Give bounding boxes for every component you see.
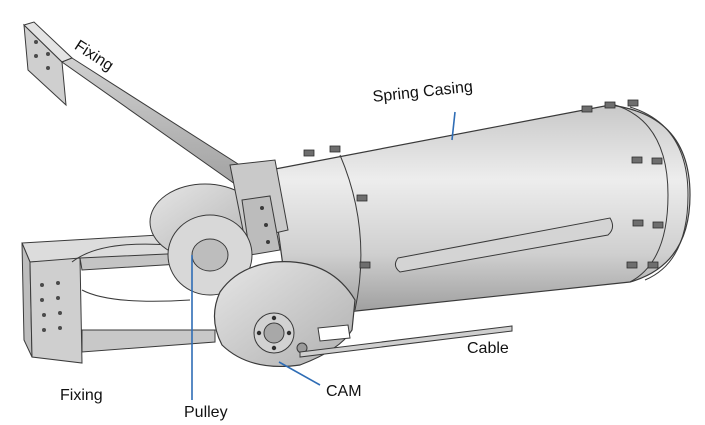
cable-label: Cable [467,340,509,357]
cam-label: CAM [326,383,362,400]
leader-lines [191,111,456,400]
fixing-bottom-label: Fixing [60,387,103,404]
cam-disc [213,261,356,368]
top-fixing-arm [23,21,261,197]
pulley [167,214,253,296]
pulley-label: Pulley [184,404,228,421]
spring-casing-leader [451,111,456,141]
cam-leader [278,361,321,386]
cable [299,325,513,358]
spring-casing [269,99,691,319]
